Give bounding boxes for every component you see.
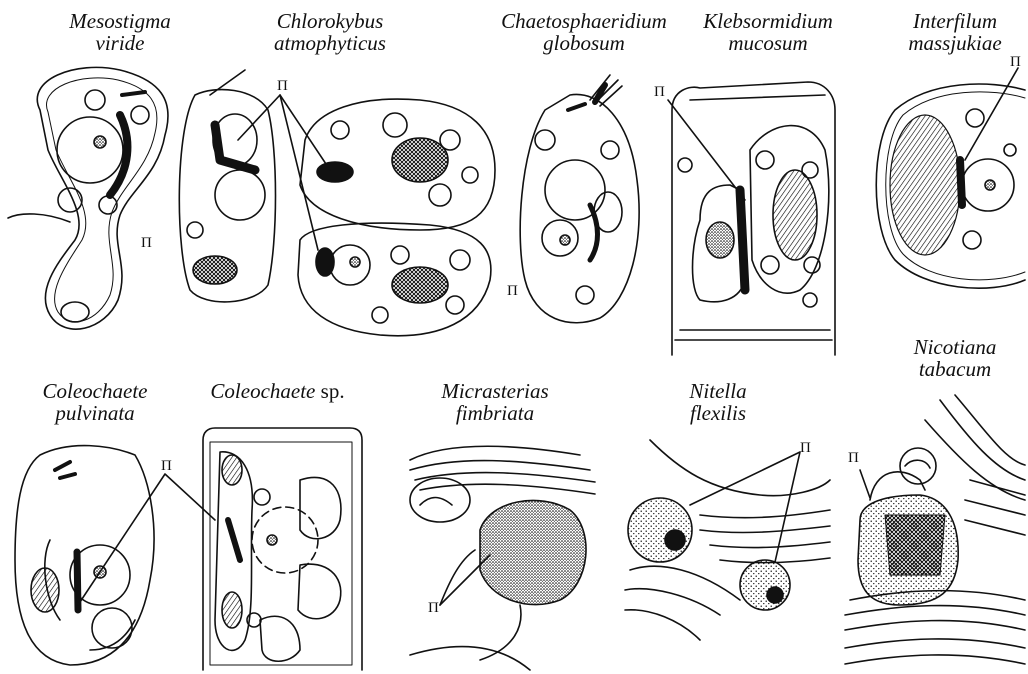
callout-interfilum: П [1010, 54, 1021, 70]
callout-mesostigma: П [141, 235, 152, 251]
callout-klebsormidium: П [654, 84, 665, 100]
callout-nicotiana: П [848, 450, 859, 466]
callout-chlorokybus: П [277, 78, 288, 94]
drawing-chaetosphaeridium [520, 75, 639, 323]
drawing-klebsormidium [668, 82, 835, 355]
callout-nitella: П [800, 440, 811, 456]
drawing-micrasterias [410, 446, 595, 670]
callout-chaetosphaeridium: П [507, 283, 518, 299]
drawing-coleochaete-sp [203, 428, 362, 670]
drawing-chlorokybus [179, 70, 495, 336]
drawing-coleochaete-pulvinata [15, 446, 215, 665]
drawing-interfilum [876, 68, 1025, 288]
drawing-mesostigma [8, 67, 168, 329]
drawing-nitella [625, 440, 830, 640]
callout-coleochaete: П [161, 458, 172, 474]
drawing-nicotiana [845, 395, 1025, 664]
callout-micrasterias: П [428, 600, 439, 616]
